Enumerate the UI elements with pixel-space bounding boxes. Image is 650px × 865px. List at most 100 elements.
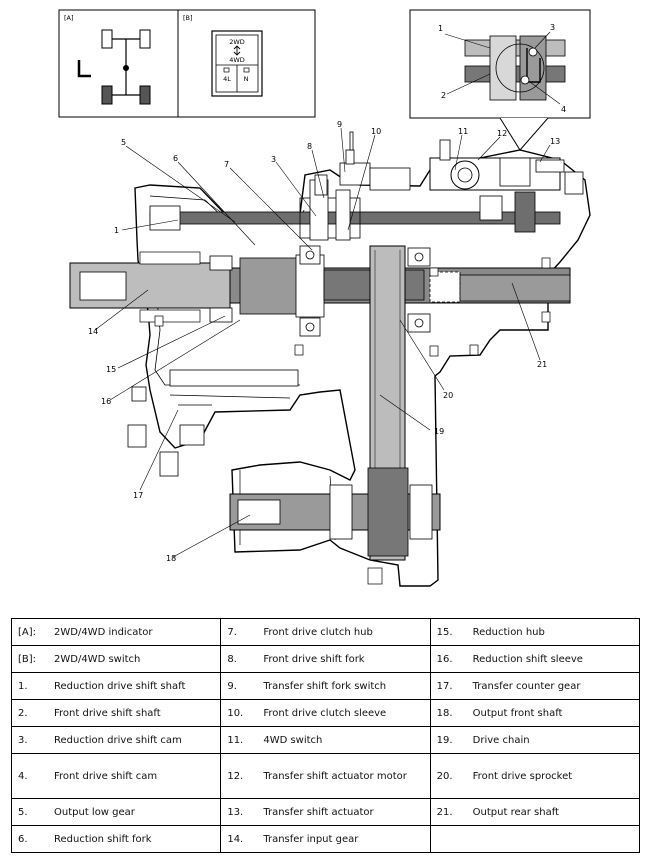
legend-item-text: Reduction hub — [472, 626, 545, 638]
legend-row: 6.Reduction shift fork 14. Transfer input … — [10, 825, 641, 853]
transfer-case-diagram: [A] [B] 2WD 4WD 4L — [58, 9, 591, 587]
legend-cell: 4. Front drive shift cam — [10, 753, 222, 799]
legend-item-text: 2WD/4WD switch — [54, 653, 141, 665]
legend-item-text: Transfer shift actuator motor — [263, 770, 407, 782]
legend-cell: 10.Front drive clutch sleeve — [220, 699, 431, 727]
bearings — [209, 245, 431, 337]
legend-item-number: [A]: — [18, 626, 37, 638]
legend-cell: 15. Reduction hub — [429, 618, 641, 646]
legend-item-text: Drive chain — [472, 734, 530, 746]
legend-item-text: Front drive clutch hub — [263, 626, 373, 638]
inset-callout-4: 4 — [561, 105, 566, 114]
legend-cell: 6.Reduction shift fork — [10, 825, 222, 853]
callout-3: 3 — [271, 155, 276, 164]
legend-item-number: 4. — [18, 770, 28, 782]
legend-row: 4. Front drive shift cam 12. Transfer shift… — [10, 753, 641, 799]
switch-label-4l: 4L — [223, 75, 231, 83]
legend-cell: 20. Front drive sprocket — [429, 753, 641, 799]
callout-9: 9 — [337, 120, 342, 129]
legend-item-text: Transfer shift actuator — [263, 806, 374, 818]
callout-5: 5 — [121, 138, 126, 147]
leader-lines — [94, 127, 551, 558]
switch-label-2wd: 2WD — [229, 38, 245, 46]
legend-item-number: 2. — [18, 707, 28, 719]
callout-11: 11 — [458, 127, 468, 136]
legend-item-number: 11. — [227, 734, 244, 746]
legend-item-text: Reduction drive shift shaft — [54, 680, 186, 692]
legend-cell: 8. Front drive shift fork — [220, 645, 431, 673]
legend-cell: 18.Output front shaft — [429, 699, 641, 727]
legend-item-text: Front drive shift shaft — [54, 707, 161, 719]
legend-item-number: 15. — [436, 626, 453, 638]
indicator-inset: [A] — [64, 14, 151, 105]
legend-row: 3.Reduction drive shift cam 11. 4WD switch… — [10, 726, 641, 754]
legend-item-text: 4WD switch — [263, 734, 323, 746]
switch-label-4wd: 4WD — [229, 56, 245, 64]
legend-item-number: [B]: — [18, 653, 37, 665]
legend-row: 1. Reduction drive shift shaft 9. Transfer … — [10, 672, 641, 700]
legend-cell: 5. Output low gear — [10, 798, 222, 826]
callout-16: 16 — [101, 397, 111, 406]
legend-cell: 12. Transfer shift actuator motor — [220, 753, 431, 799]
legend-item-text: Transfer counter gear — [472, 680, 581, 692]
legend-row: [A]: 2WD/4WD indicator 7. Front drive clutc… — [10, 618, 641, 646]
counter-gear — [127, 369, 299, 477]
transfer-shift-actuator — [429, 139, 584, 233]
housing-bolts — [154, 257, 551, 585]
legend-cell: 21.Output rear shaft — [429, 798, 641, 826]
legend-item-number: 1. — [18, 680, 28, 692]
legend-cell — [429, 825, 641, 853]
legend-item-number: 19. — [436, 734, 453, 746]
drivetrain-indicator-icon — [77, 29, 151, 105]
legend-cell: 17.Transfer counter gear — [429, 672, 641, 700]
legend-item-number: 5. — [18, 806, 28, 818]
legend-item-text: Reduction drive shift cam — [54, 734, 182, 746]
legend-item-number: 14. — [227, 833, 244, 845]
legend-item-text: 2WD/4WD indicator — [54, 626, 153, 638]
legend-item-number: 9. — [227, 680, 237, 692]
legend-item-text: Reduction shift fork — [54, 833, 152, 845]
legend-item-number: 8. — [227, 653, 237, 665]
inset-a-tag: [A] — [64, 14, 74, 22]
callout-20: 20 — [443, 391, 453, 400]
legend-row: 5. Output low gear 13. Transfer shift actua… — [10, 798, 641, 826]
legend-cell: 16.Reduction shift sleeve — [429, 645, 641, 673]
callout-6a: 6 — [173, 154, 178, 163]
legend-item-text: Output low gear — [54, 806, 135, 818]
callout-12: 12 — [497, 129, 507, 138]
legend-item-text: Front drive sprocket — [472, 770, 573, 782]
legend-cell: 13. Transfer shift actuator — [220, 798, 431, 826]
legend-item-text: Front drive shift cam — [54, 770, 158, 782]
callout-13: 13 — [550, 137, 560, 146]
inset-callout-3: 3 — [550, 23, 555, 32]
legend-item-number: 13. — [227, 806, 244, 818]
shift-cam-detail-inset — [409, 9, 591, 151]
legend-item-number: 12. — [227, 770, 244, 782]
legend-cell: 7. Front drive clutch hub — [220, 618, 431, 646]
legend-item-number: 21. — [436, 806, 453, 818]
legend-item-number: 7. — [227, 626, 237, 638]
legend-row: [B]: 2WD/4WD switch 8. Front drive shift fo… — [10, 645, 641, 673]
callout-21: 21 — [537, 360, 547, 369]
legend-item-text: Transfer input gear — [263, 833, 359, 845]
legend-item-text: Transfer shift fork switch — [263, 680, 387, 692]
legend-row: 2. Front drive shift shaft 10.Front drive … — [10, 699, 641, 727]
callout-10: 10 — [371, 127, 381, 136]
legend-item-text: Output front shaft — [472, 707, 563, 719]
legend-cell: 2. Front drive shift shaft — [10, 699, 222, 727]
callout-18: 18 — [166, 554, 176, 563]
legend-cell: [A]: 2WD/4WD indicator — [10, 618, 222, 646]
output-front-shaft — [229, 467, 441, 557]
callout-1: 1 — [114, 226, 119, 235]
legend-item-text: Front drive shift fork — [263, 653, 365, 665]
callout-7: 7 — [224, 160, 229, 169]
legend-item-number: 20. — [436, 770, 453, 782]
legend-cell: 3.Reduction drive shift cam — [10, 726, 222, 754]
inset-callout-2: 2 — [441, 91, 446, 100]
legend-cell: [B]: 2WD/4WD switch — [10, 645, 222, 673]
callout-14: 14 — [88, 327, 98, 336]
inset-callout-1: 1 — [438, 24, 443, 33]
switch-icon: 2WD 4WD 4L N — [211, 30, 263, 97]
legend-item-number: 16. — [436, 653, 453, 665]
legend-cell: 14. Transfer input gear — [220, 825, 431, 853]
